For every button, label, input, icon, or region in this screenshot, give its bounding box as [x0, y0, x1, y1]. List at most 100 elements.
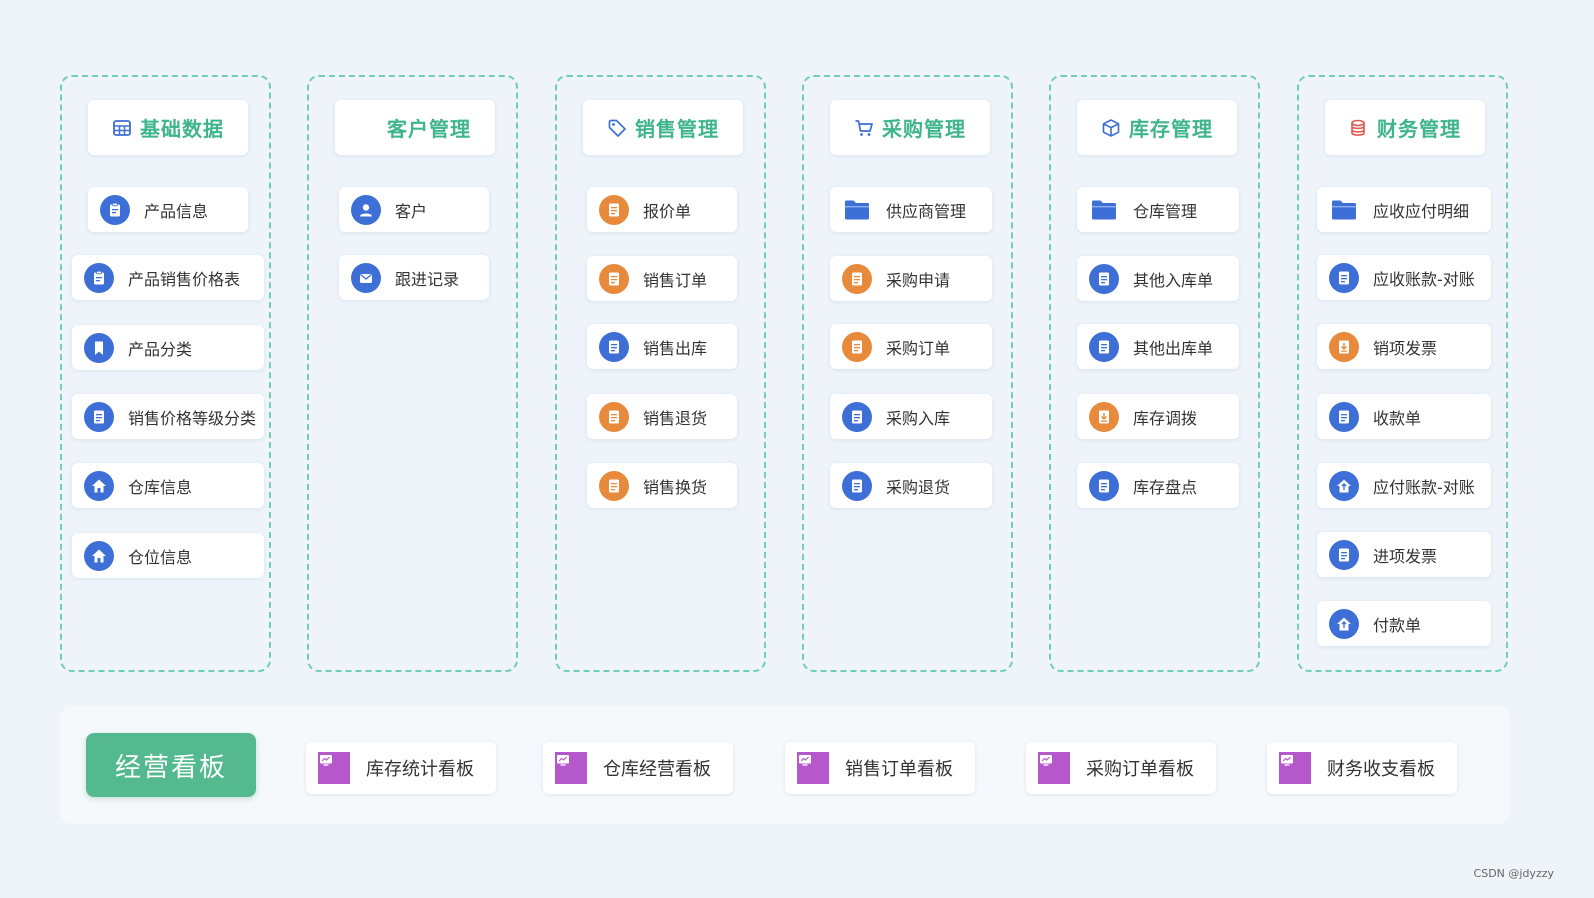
menu-item[interactable]: 采购入库 — [830, 394, 992, 439]
menu-item[interactable]: 应收应付明细 — [1317, 187, 1491, 232]
document-icon — [84, 401, 114, 432]
monitor-chart-icon — [797, 752, 829, 784]
menu-item[interactable]: 产品分类 — [72, 325, 264, 370]
module-header[interactable]: 财务管理 — [1325, 100, 1485, 155]
menu-item-label: 进项发票 — [1373, 546, 1438, 566]
document-icon — [1329, 401, 1359, 432]
module-column: 销售管理报价单销售订单销售出库销售退货销售换货 — [555, 75, 766, 672]
menu-item[interactable]: 客户 — [339, 187, 489, 232]
menu-item[interactable]: 库存调拨 — [1077, 394, 1239, 439]
menu-item-label: 销售退货 — [643, 408, 708, 428]
menu-item[interactable]: 其他出库单 — [1077, 324, 1239, 369]
document-icon — [1089, 470, 1119, 501]
menu-item-label: 应收账款-对账 — [1373, 269, 1475, 289]
module-header[interactable]: 库存管理 — [1077, 100, 1237, 155]
dashboard-item[interactable]: 仓库经营看板 — [543, 742, 733, 794]
menu-item[interactable]: 产品信息 — [88, 187, 248, 232]
menu-item[interactable]: 销售订单 — [587, 256, 737, 301]
monitor-chart-icon — [1279, 752, 1311, 784]
monitor-chart-icon — [555, 752, 587, 784]
menu-item-label: 采购订单 — [886, 338, 951, 358]
menu-item-label: 供应商管理 — [886, 201, 967, 221]
menu-item[interactable]: 采购申请 — [830, 256, 992, 301]
menu-item-label: 付款单 — [1373, 615, 1422, 635]
upload-home-icon — [1329, 470, 1359, 501]
module-header[interactable]: 采购管理 — [830, 100, 990, 155]
document-icon — [842, 401, 872, 432]
module-column: 财务管理应收应付明细应收账款-对账销项发票收款单应付账款-对账进项发票付款单 — [1297, 75, 1508, 672]
menu-item[interactable]: 收款单 — [1317, 394, 1491, 439]
menu-item-label: 销项发票 — [1373, 338, 1438, 358]
tag-icon — [607, 118, 627, 138]
menu-item[interactable]: 采购退货 — [830, 463, 992, 508]
module-header[interactable]: 客户管理 — [335, 100, 495, 155]
menu-item[interactable]: 仓库信息 — [72, 463, 264, 508]
monitor-chart-icon — [318, 752, 350, 784]
menu-item-label: 采购退货 — [886, 477, 951, 497]
clipboard-icon — [100, 194, 130, 225]
menu-item[interactable]: 供应商管理 — [830, 187, 992, 232]
menu-item[interactable]: 跟进记录 — [339, 255, 489, 300]
menu-item[interactable]: 应付账款-对账 — [1317, 463, 1491, 508]
document-icon — [1089, 331, 1119, 362]
module-title: 基础数据 — [140, 117, 224, 141]
menu-item[interactable]: 库存盘点 — [1077, 463, 1239, 508]
menu-item[interactable]: 采购订单 — [830, 324, 992, 369]
module-header[interactable]: 销售管理 — [583, 100, 743, 155]
box-icon — [1101, 118, 1121, 138]
menu-item[interactable]: 进项发票 — [1317, 532, 1491, 577]
menu-item-label: 销售价格等级分类 — [128, 408, 257, 428]
dashboard-item[interactable]: 库存统计看板 — [306, 742, 496, 794]
menu-item[interactable]: 仓库管理 — [1077, 187, 1239, 232]
module-title: 财务管理 — [1377, 117, 1461, 141]
module-column: 采购管理供应商管理采购申请采购订单采购入库采购退货 — [802, 75, 1013, 672]
dashboard-item-label: 财务收支看板 — [1327, 759, 1435, 780]
module-title: 销售管理 — [635, 117, 719, 141]
document-icon — [599, 331, 629, 362]
module-title: 采购管理 — [882, 117, 966, 141]
folder-icon — [1089, 195, 1119, 225]
home-icon — [84, 470, 114, 501]
clipboard-icon — [84, 262, 114, 293]
menu-item-label: 仓库管理 — [1133, 201, 1198, 221]
menu-item-label: 客户 — [395, 201, 428, 221]
menu-item[interactable]: 仓位信息 — [72, 533, 264, 578]
module-title: 库存管理 — [1129, 117, 1213, 141]
menu-item[interactable]: 销项发票 — [1317, 324, 1491, 369]
menu-item[interactable]: 销售换货 — [587, 463, 737, 508]
menu-item[interactable]: 产品销售价格表 — [72, 255, 264, 300]
transfer-doc-icon — [1089, 401, 1119, 432]
table-icon — [112, 118, 132, 138]
menu-item[interactable]: 销售退货 — [587, 394, 737, 439]
menu-item[interactable]: 报价单 — [587, 187, 737, 232]
folder-icon — [1329, 195, 1359, 225]
monitor-chart-icon — [1038, 752, 1070, 784]
mail-icon — [351, 262, 381, 293]
document-icon — [842, 263, 872, 294]
module-column: 库存管理仓库管理其他入库单其他出库单库存调拨库存盘点 — [1049, 75, 1260, 672]
menu-item[interactable]: 销售出库 — [587, 324, 737, 369]
menu-item-label: 库存盘点 — [1133, 477, 1198, 497]
menu-item-label: 销售出库 — [643, 338, 708, 358]
document-icon — [599, 470, 629, 501]
menu-item-label: 其他出库单 — [1133, 338, 1214, 358]
menu-item[interactable]: 销售价格等级分类 — [72, 394, 264, 439]
module-column: 基础数据产品信息产品销售价格表产品分类销售价格等级分类仓库信息仓位信息 — [60, 75, 271, 672]
user-icon — [359, 118, 379, 138]
module-header[interactable]: 基础数据 — [88, 100, 248, 155]
dashboard-item-label: 销售订单看板 — [845, 759, 953, 780]
bookmark-icon — [84, 332, 114, 363]
dashboard-item[interactable]: 财务收支看板 — [1267, 742, 1457, 794]
menu-item-label: 采购入库 — [886, 408, 951, 428]
dashboard-item-label: 库存统计看板 — [366, 759, 474, 780]
cart-icon — [854, 118, 874, 138]
menu-item-label: 应收应付明细 — [1373, 201, 1470, 221]
menu-item[interactable]: 其他入库单 — [1077, 256, 1239, 301]
menu-item-label: 采购申请 — [886, 270, 951, 290]
menu-item[interactable]: 付款单 — [1317, 601, 1491, 646]
menu-item[interactable]: 应收账款-对账 — [1317, 255, 1491, 300]
watermark: CSDN @jdyzzy — [1473, 867, 1554, 880]
dashboard-item[interactable]: 采购订单看板 — [1026, 742, 1216, 794]
dashboard-item[interactable]: 销售订单看板 — [785, 742, 975, 794]
home-icon — [84, 540, 114, 571]
